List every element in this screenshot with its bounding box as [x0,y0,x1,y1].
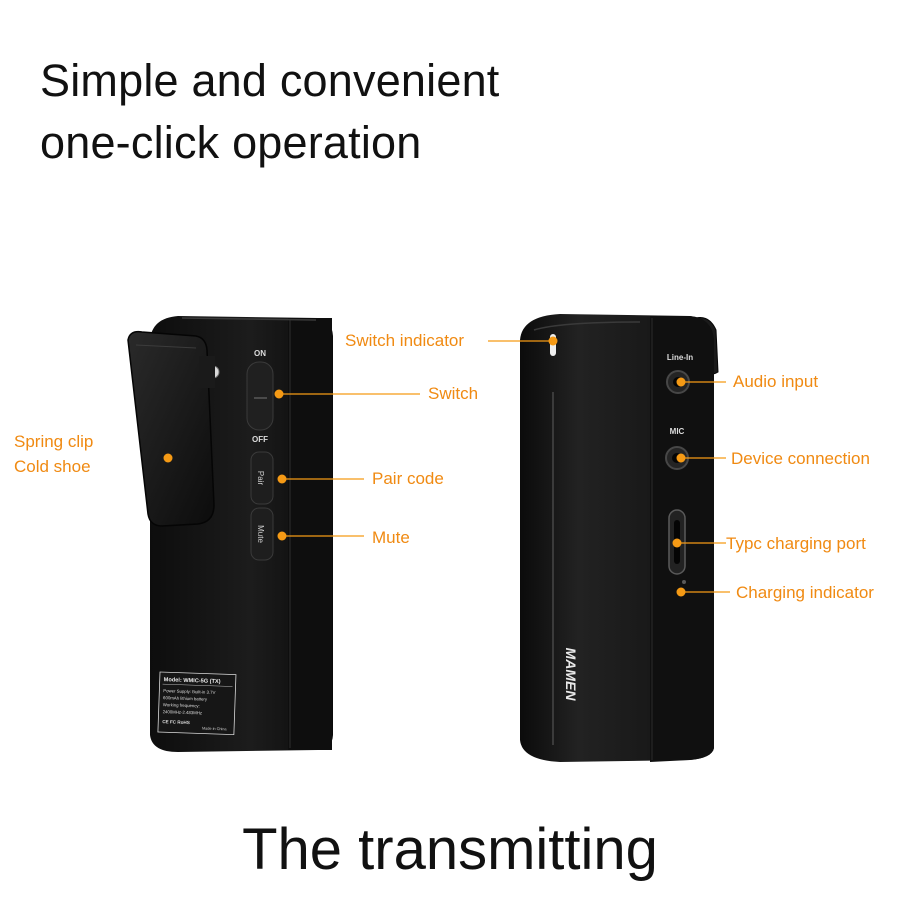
charging-indicator-led [682,580,686,584]
callout-switch-indicator: Switch indicator [345,331,465,350]
spec-label-plate: Model: WMIC-5G (TX) Power Supply: Built-… [157,671,237,736]
right-transmitter: MAMEN Line-In MIC [520,314,719,762]
power-switch [246,361,274,431]
callout-markers [163,336,730,597]
spec-line-4: Working frequency: [163,702,200,708]
spec-made-in: Made in China [202,727,227,732]
callout-pair-code: Pair code [372,469,444,488]
callout-charging-indicator: Charging indicator [736,583,874,602]
brand-logo: MAMEN [563,648,579,702]
left-transmitter: ON OFF Pair Mute Model: WMIC-5G (TX) Pow… [127,316,333,752]
line-in-label: Line-In [667,353,693,362]
spec-line-5: 2400MHz-2.483MHz [163,709,203,715]
spring-clip [127,330,220,527]
on-label: ON [254,349,266,358]
callout-audio-input: Audio input [733,372,819,391]
mute-button [250,507,274,561]
spec-line-3: 600mAh lithium battery [163,695,208,702]
headline-line-1: Simple and convenient [40,55,500,106]
callout-spring-clip: Spring clip [14,432,94,451]
spec-line-2: Power Supply: Built-in 3.7V [163,688,215,695]
spec-marks: CE FC RoHS [162,719,190,725]
spec-model: Model: WMIC-5G (TX) [164,677,221,685]
pair-button-label: Pair [256,471,265,486]
callout-cold-shoe: Cold shoe [14,457,91,476]
pair-button [250,451,274,505]
callout-switch: Switch [428,384,479,403]
mute-button-label: Mute [256,525,265,543]
callout-typec-port: Typc charging port [726,534,866,553]
callout-mute: Mute [372,528,410,547]
left-front-panel [288,318,332,750]
headline-line-2: one-click operation [40,117,422,168]
headline: Simple and convenient one-click operatio… [40,50,500,174]
footer-title: The transmitting [242,817,658,882]
callout-device-connection: Device connection [731,449,870,468]
mic-label: MIC [670,427,685,436]
off-label: OFF [252,435,268,444]
